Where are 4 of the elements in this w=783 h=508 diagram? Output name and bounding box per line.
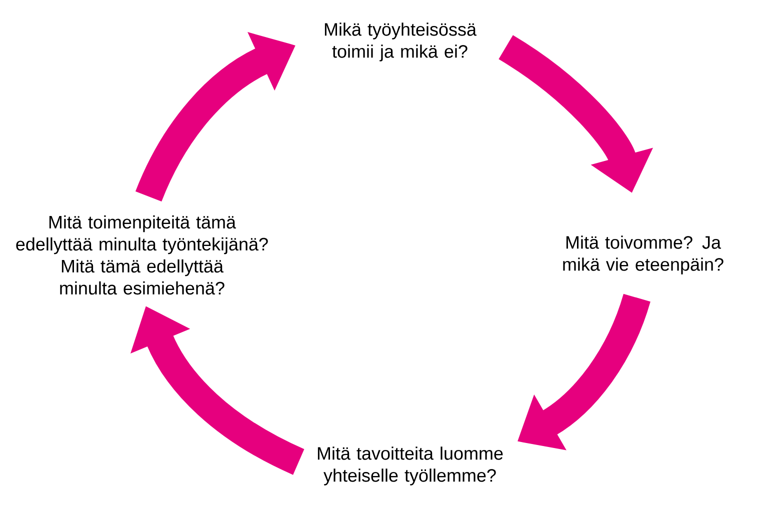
question-text: Mikä työyhteisössä toimii ja mikä ei? [324,22,476,62]
question-text: Mitä toivomme? Ja mikä vie eteenpäin? [563,236,724,274]
question-text: Mitä tavoitteita luomme yhteiselle työllemme? [318,446,503,486]
question-text: Mitä toimenpiteitä tämä edellyttää minulta työntekijänä? Mitä tämä edellyttää minulta esimiehenä? [16,215,268,295]
